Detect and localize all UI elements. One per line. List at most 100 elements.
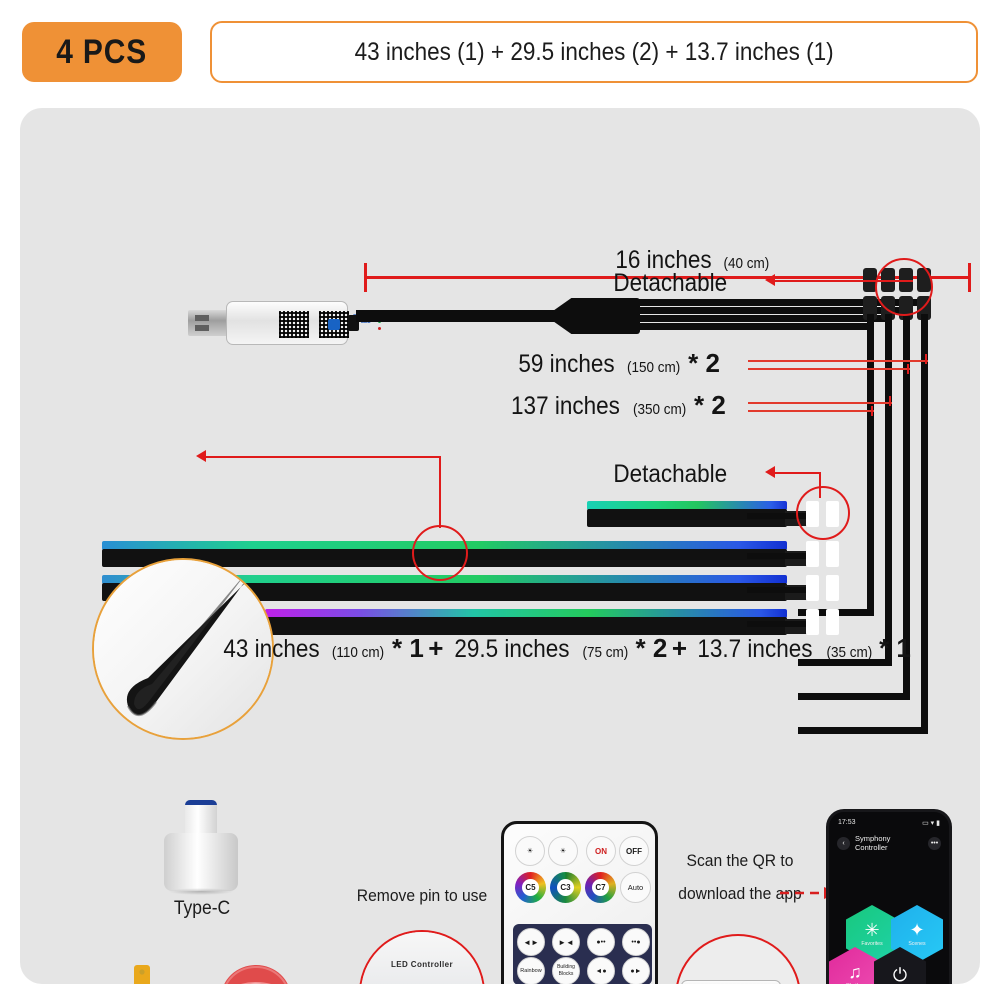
cable-long-2 <box>903 314 910 700</box>
type-c-adapter <box>158 800 244 895</box>
cable-long-1 <box>921 314 928 734</box>
extension-59-label: 59 inches (150 cm) * 2 <box>518 348 720 378</box>
detachable-top-highlight-circle <box>875 258 933 316</box>
remote-off-button[interactable]: OFF <box>619 836 649 866</box>
strip-lead-29in <box>747 587 807 593</box>
header: 4 PCS 43 inches (1) + 29.5 inches (2) + … <box>0 0 1000 100</box>
cable-long-3 <box>885 314 892 666</box>
led-strip-bottom <box>265 609 819 635</box>
remote-dim-up-button[interactable]: ••● <box>622 928 650 956</box>
detachable-bottom-leader <box>773 472 821 474</box>
cable-run-4 <box>638 323 874 330</box>
type-c-shadow <box>168 888 234 895</box>
detachable-bottom-highlight-circle <box>796 486 850 540</box>
usb-length-inches: 16 inches <box>615 246 712 274</box>
app-title: Symphony Controller <box>855 834 891 852</box>
remote-next-button[interactable]: ●► <box>622 957 650 984</box>
remote-rainbow-button[interactable]: Rainbow <box>517 957 545 984</box>
remote-brightness-down-button[interactable]: ☀ <box>548 836 578 866</box>
type-c-body <box>164 833 238 891</box>
cable-run-2 <box>638 307 910 314</box>
measure-tick-left <box>364 263 367 292</box>
detachable-bottom-arrow-icon <box>765 466 775 478</box>
magnifier-led-controller-label: LED Controller <box>390 960 454 969</box>
power-icon: ⏻ <box>892 965 908 984</box>
cable-run-3 <box>638 315 892 322</box>
white-connector-4a <box>806 609 819 635</box>
detachable-bottom-leader-drop <box>819 472 821 498</box>
measure-rule-16in <box>365 276 971 279</box>
status-time: 17:53 <box>838 819 856 826</box>
strip-closeup-arrow-icon <box>196 450 206 462</box>
led-remote-control[interactable]: ☀ ☀ ON OFF C5 C3 C7 Auto ◄► ►◄ <box>501 821 658 984</box>
pcs-badge: 4 PCS <box>22 22 182 82</box>
led-strip-base <box>587 509 787 527</box>
scenes-icon: ✦ <box>909 920 925 940</box>
qr-instruction-line2: download the app <box>678 884 802 903</box>
scraper-icon <box>134 965 150 984</box>
detachable-top-arrow-icon <box>765 274 775 286</box>
phone-status-bar: 17:53 ▭ ▾ ▮ <box>829 817 949 828</box>
detachable-label-top: Detachable <box>613 269 728 297</box>
remote-c5-button[interactable]: C5 <box>515 872 546 903</box>
extension-137-leader-b <box>748 410 874 412</box>
strip-lead-bottom <box>747 621 807 627</box>
remote-c7-button[interactable]: C7 <box>585 872 616 903</box>
extension-137-leader-a <box>748 402 892 404</box>
measure-tick-right <box>968 263 971 292</box>
remote-on-button[interactable]: ON <box>586 836 616 866</box>
extension-59-tick-a <box>925 354 927 364</box>
remote-dim-down-button[interactable]: ●•• <box>587 928 615 956</box>
app-nav-bar: ‹ Symphony Controller ••• <box>829 834 949 852</box>
extension-59-leader-a <box>748 360 928 362</box>
car-tape-icon <box>224 965 288 984</box>
back-button[interactable]: ‹ <box>837 836 850 850</box>
white-connector-4b <box>826 609 839 635</box>
strip-closeup-magnifier <box>92 558 274 740</box>
remote-top-surface <box>361 932 483 984</box>
led-strip-base <box>102 583 787 601</box>
cable-long-4 <box>867 314 874 616</box>
usb-cable-boot <box>348 315 359 331</box>
cable-turn-1 <box>798 727 928 734</box>
overflow-menu-button[interactable]: ••• <box>928 836 941 850</box>
white-connector-2a <box>806 541 819 567</box>
extension-59-tick-b <box>907 364 909 374</box>
usb-plug-icon <box>188 310 230 336</box>
extension-137-tick-b <box>871 406 873 416</box>
diagram-panel: 16 inches (40 cm) SYMPHONY SP LED <box>20 108 980 984</box>
strip-closeup-leader-horiz <box>205 456 441 458</box>
remote-building-blocks-button[interactable]: Building Blocks <box>552 957 580 984</box>
cable-turn-2 <box>798 693 910 700</box>
strip-lead-43in <box>747 553 807 559</box>
type-c-caption: Type-C <box>173 898 231 919</box>
remote-brightness-up-button[interactable]: ☀ <box>515 836 545 866</box>
strip-closeup-leader-vert <box>439 456 441 528</box>
rhythm-icon: ♫ <box>848 962 862 982</box>
remote-speed-up-button[interactable]: ◄► <box>517 928 545 956</box>
qr-magnifier: SYMPHONY SP LED <box>675 934 801 984</box>
remote-prev-button[interactable]: ◄● <box>587 957 615 984</box>
extension-137-label: 137 inches (350 cm) * 2 <box>511 390 726 420</box>
remote-speed-down-button[interactable]: ►◄ <box>552 928 580 956</box>
spec-summary-box: 43 inches (1) + 29.5 inches (2) + 13.7 i… <box>210 21 978 83</box>
strip-lead-short <box>747 513 807 519</box>
remove-pin-title: Remove pin to use <box>356 886 488 905</box>
cable-turn-3 <box>798 659 892 666</box>
remote-auto-button[interactable]: Auto <box>620 872 651 903</box>
remote-c3-button[interactable]: C3 <box>550 872 581 903</box>
strip-lengths-label: 43 inches (110 cm) * 1 + 29.5 inches (75… <box>223 633 911 663</box>
spec-summary-label: 43 inches (1) + 29.5 inches (2) + 13.7 i… <box>354 37 834 66</box>
cable-splitter-hub <box>552 298 640 334</box>
strip-closeup-illustration <box>94 560 272 738</box>
type-c-tip-icon <box>185 800 217 836</box>
white-connector-2b <box>826 541 839 567</box>
extension-137-tick-a <box>889 396 891 406</box>
led-strip-glow <box>265 609 787 618</box>
usb-main-cable <box>356 310 556 322</box>
detachable-top-leader <box>773 280 913 282</box>
qr-code-icon <box>279 311 309 338</box>
strip-closeup-source-circle <box>412 525 468 581</box>
phone-app-preview: 17:53 ▭ ▾ ▮ ‹ Symphony Controller ••• ✳ … <box>826 809 952 984</box>
detachable-label-bottom: Detachable <box>613 460 728 488</box>
